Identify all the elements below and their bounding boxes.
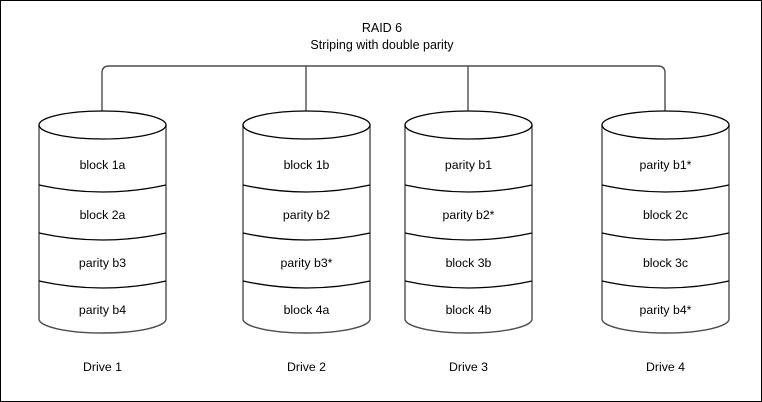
drive-4-divider-1 (601, 184, 730, 193)
drive-3-block-2: parity b2* (443, 208, 495, 222)
drive-3-cylinder-body (404, 124, 533, 334)
drive-1-divider-1 (38, 184, 167, 193)
drive-1-cylinder-top (38, 110, 167, 140)
drive-2-block-1: block 1b (284, 158, 330, 172)
drive-2-block-3: parity b3* (281, 256, 333, 270)
drive-2-cylinder-top (242, 110, 371, 140)
drive-2-group[interactable]: block 1b parity b2 parity b3* block 4a D… (242, 110, 371, 374)
drive-4-cylinder-top (601, 110, 730, 140)
drive-2-divider-1 (242, 184, 371, 193)
diagram-title-line1: RAID 6 (362, 21, 402, 35)
drive-4-divider-3 (601, 280, 730, 289)
drive-3-label: Drive 3 (449, 360, 488, 374)
drive-3-cylinder-top (404, 110, 533, 140)
drive-3-divider-2 (404, 232, 533, 241)
controller-bus (101, 65, 666, 124)
drive-2-block-2: parity b2 (283, 208, 330, 222)
bus-rail (101, 65, 666, 124)
drive-2-label: Drive 2 (287, 360, 326, 374)
drive-1-block-1: block 1a (80, 158, 126, 172)
drive-3-block-1: parity b1 (445, 158, 492, 172)
drive-4-block-2: block 2c (643, 208, 688, 222)
drive-3-group[interactable]: parity b1 parity b2* block 3b block 4b D… (404, 110, 533, 374)
drive-1-divider-2 (38, 232, 167, 241)
diagram-title-line2: Striping with double parity (310, 38, 454, 52)
drive-3-divider-1 (404, 184, 533, 193)
drive-4-cylinder-body (601, 124, 730, 334)
drive-1-cylinder-body (38, 124, 167, 334)
drive-1-block-2: block 2a (80, 208, 126, 222)
drive-2-cylinder-body (242, 124, 371, 334)
drive-1-block-4: parity b4 (79, 303, 126, 317)
drive-1-group[interactable]: block 1a block 2a parity b3 parity b4 Dr… (38, 110, 167, 374)
drive-2-divider-3 (242, 280, 371, 289)
drive-3-divider-3 (404, 280, 533, 289)
drive-4-block-4: parity b4* (640, 303, 692, 317)
drive-1-divider-3 (38, 280, 167, 289)
drive-3-block-3: block 3b (446, 256, 492, 270)
drive-4-group[interactable]: parity b1* block 2c block 3c parity b4* … (601, 110, 730, 374)
drive-1-label: Drive 1 (83, 360, 122, 374)
drive-4-block-3: block 3c (643, 256, 688, 270)
drive-2-divider-2 (242, 232, 371, 241)
drive-2-block-4: block 4a (284, 303, 330, 317)
drive-4-divider-2 (601, 232, 730, 241)
drive-4-label: Drive 4 (646, 360, 685, 374)
drive-3-block-4: block 4b (446, 303, 492, 317)
drive-4-block-1: parity b1* (640, 158, 692, 172)
drive-1-block-3: parity b3 (79, 256, 126, 270)
